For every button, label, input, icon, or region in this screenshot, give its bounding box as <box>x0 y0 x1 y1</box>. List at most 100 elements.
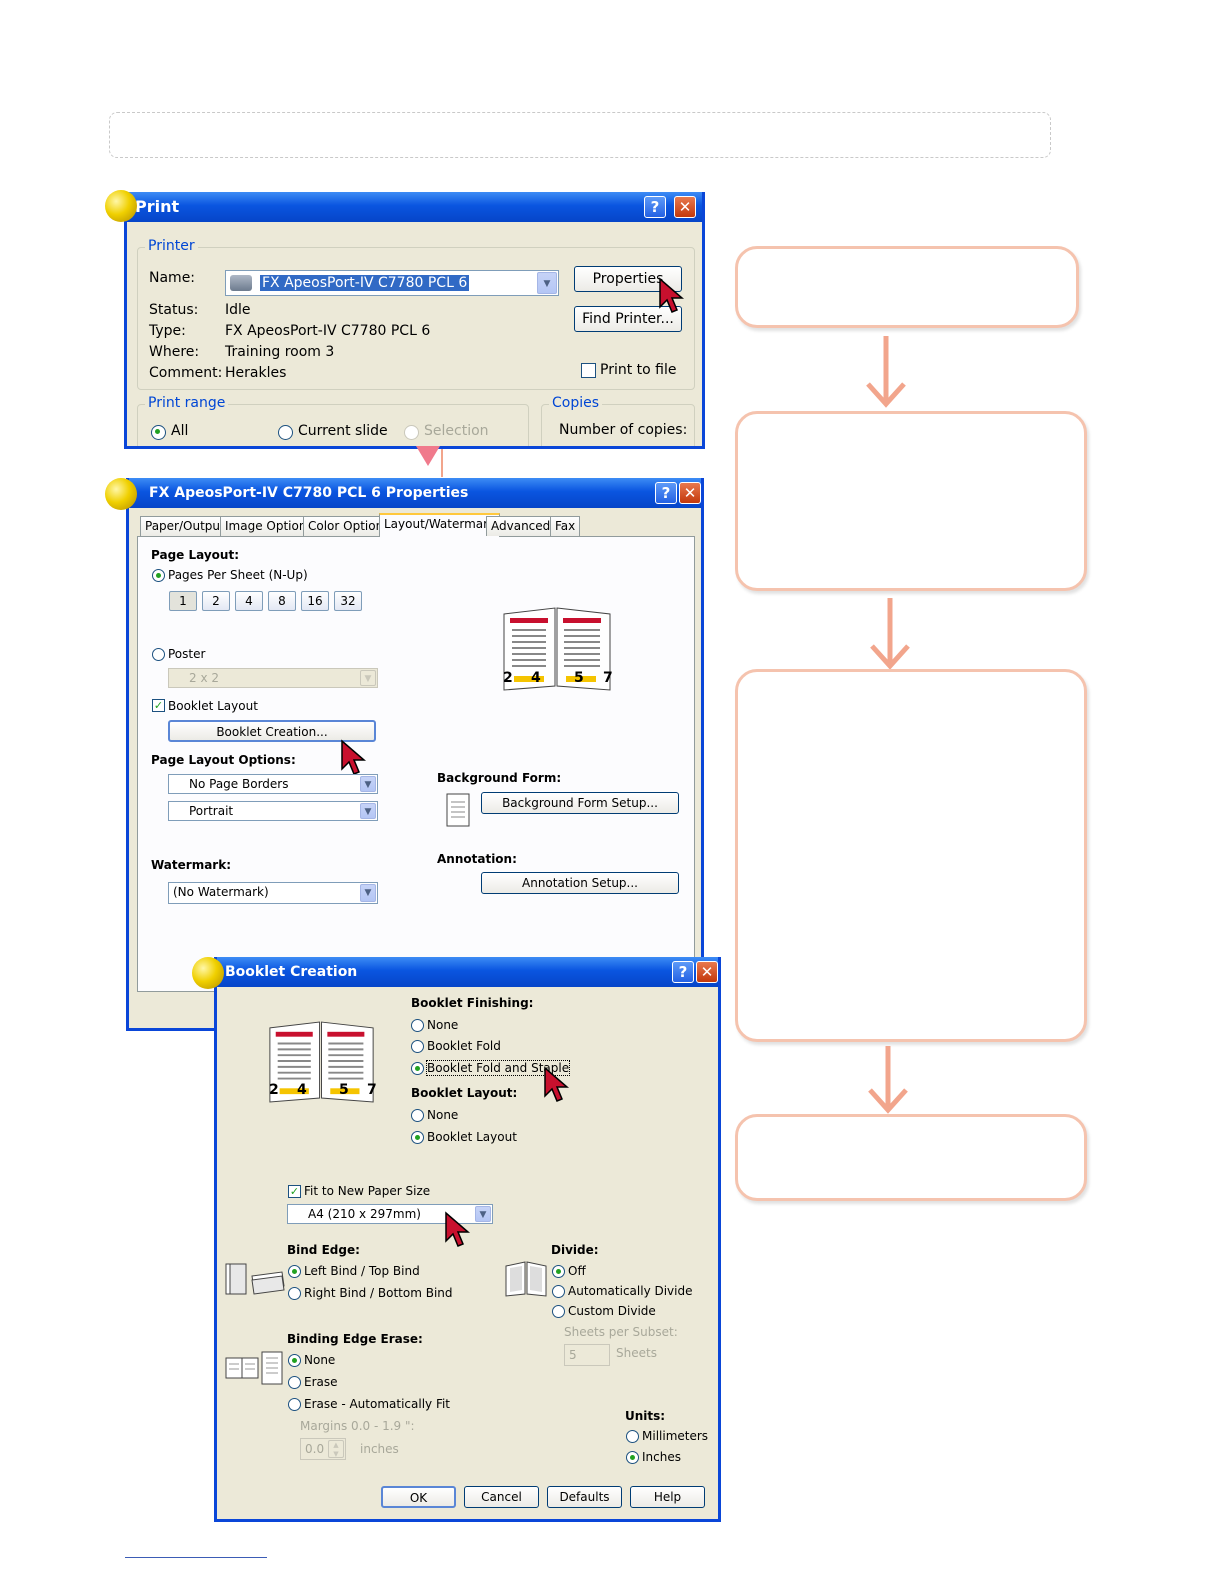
help-icon[interactable]: ? <box>644 196 666 218</box>
tab-paper-output[interactable]: Paper/Output <box>140 516 230 536</box>
chevron-down-icon[interactable]: ▼ <box>360 776 376 792</box>
erase-auto-fit-radio[interactable] <box>288 1398 301 1411</box>
properties-titlebar: FX ApeosPort-IV C7780 PCL 6 Properties <box>129 478 701 508</box>
fit-new-paper-checkbox[interactable]: ✓ <box>288 1185 301 1198</box>
sheets-input[interactable]: 5 <box>564 1344 610 1366</box>
chevron-down-icon[interactable]: ▼ <box>360 803 376 819</box>
booklet-layout-checkbox[interactable]: ✓ <box>152 699 165 712</box>
page-layout-heading: Page Layout: <box>151 548 239 562</box>
all-radio[interactable] <box>151 425 166 440</box>
units-mm-radio[interactable] <box>626 1430 639 1443</box>
erase-erase-radio[interactable] <box>288 1376 301 1389</box>
properties-title: FX ApeosPort-IV C7780 PCL 6 Properties <box>149 485 469 501</box>
pages-per-sheet-radio[interactable] <box>152 569 165 582</box>
status-value: Idle <box>225 302 251 318</box>
nup-1-button[interactable]: 1 <box>169 591 197 611</box>
units-inches-radio[interactable] <box>626 1451 639 1464</box>
layout-booklet-radio[interactable] <box>411 1131 424 1144</box>
type-value: FX ApeosPort-IV C7780 PCL 6 <box>225 323 431 339</box>
booklet-creation-button[interactable]: Booklet Creation... <box>168 720 376 742</box>
annotation-setup-button[interactable]: Annotation Setup... <box>481 872 679 894</box>
help-button[interactable]: Help <box>630 1486 705 1508</box>
paper-size-value: A4 (210 x 297mm) <box>308 1207 421 1221</box>
watermark-value: (No Watermark) <box>173 885 269 899</box>
bulb-icon <box>105 190 137 222</box>
erase-none-radio[interactable] <box>288 1354 301 1367</box>
margins-input[interactable]: 0.0 ▲▼ <box>300 1438 346 1460</box>
flow-step-4 <box>735 1114 1087 1201</box>
preview-page-7: 7 <box>367 1082 377 1098</box>
flow-arrow-down-icon <box>866 336 906 408</box>
flow-step-1 <box>735 246 1079 328</box>
arrow-down-icon <box>416 446 440 466</box>
nup-2-button[interactable]: 2 <box>202 591 230 611</box>
chevron-down-icon[interactable]: ▼ <box>475 1206 491 1222</box>
poster-radio[interactable] <box>152 648 165 661</box>
close-icon[interactable]: ✕ <box>674 196 696 218</box>
close-icon[interactable]: ✕ <box>696 961 718 983</box>
background-form-heading: Background Form: <box>437 771 562 785</box>
divide-custom-radio[interactable] <box>552 1305 565 1318</box>
divide-heading: Divide: <box>551 1243 599 1257</box>
finishing-fold-staple-radio[interactable] <box>411 1062 424 1075</box>
preview-page-5: 5 <box>574 670 584 686</box>
print-dialog-title: Print <box>135 197 180 216</box>
nup-32-button[interactable]: 32 <box>334 591 362 611</box>
help-icon[interactable]: ? <box>655 482 677 504</box>
tab-advanced[interactable]: Advanced <box>486 516 556 536</box>
selection-radio[interactable] <box>404 425 419 440</box>
bind-right-bottom-radio[interactable] <box>288 1287 301 1300</box>
chevron-down-icon[interactable]: ▼ <box>537 272 557 294</box>
divide-off-label: Off <box>568 1264 586 1278</box>
printer-name-select[interactable]: FX ApeosPort-IV C7780 PCL 6 ▼ <box>225 270 559 296</box>
mouse-cursor-icon <box>544 1066 570 1102</box>
divide-auto-radio[interactable] <box>552 1285 565 1298</box>
tab-color-options[interactable]: Color Options <box>303 516 395 536</box>
print-to-file-checkbox[interactable] <box>581 363 596 378</box>
finishing-none-radio[interactable] <box>411 1019 424 1032</box>
help-icon[interactable]: ? <box>672 961 694 983</box>
spinner-icon[interactable]: ▲▼ <box>328 1440 344 1458</box>
chevron-down-icon[interactable]: ▼ <box>360 884 376 902</box>
tab-layout-watermark[interactable]: Layout/Watermark <box>379 513 501 537</box>
ok-button[interactable]: OK <box>381 1486 456 1508</box>
booklet-layout-heading: Booklet Layout: <box>411 1086 518 1100</box>
booklet-preview-icon <box>269 1021 374 1103</box>
finishing-fold-radio[interactable] <box>411 1040 424 1053</box>
print-range-group <box>137 404 529 446</box>
watermark-select[interactable]: (No Watermark) ▼ <box>168 882 378 904</box>
divide-off-radio[interactable] <box>552 1265 565 1278</box>
connector-line <box>441 449 443 477</box>
flow-arrow-down-icon <box>870 598 910 670</box>
tab-fax[interactable]: Fax <box>550 516 581 536</box>
poster-select[interactable]: 2 x 2 ▼ <box>168 668 378 688</box>
close-icon[interactable]: ✕ <box>679 482 701 504</box>
layout-none-radio[interactable] <box>411 1109 424 1122</box>
defaults-button[interactable]: Defaults <box>547 1486 622 1508</box>
erase-none-label: None <box>304 1353 336 1367</box>
properties-dialog: FX ApeosPort-IV C7780 PCL 6 Properties ?… <box>126 478 704 1031</box>
footer-rule <box>125 1557 267 1558</box>
preview-page-2: 2 <box>269 1082 279 1098</box>
margins-value: 0.0 <box>305 1442 325 1456</box>
flow-step-3 <box>735 669 1087 1042</box>
chevron-down-icon[interactable]: ▼ <box>360 670 376 686</box>
nup-16-button[interactable]: 16 <box>301 591 329 611</box>
fit-new-paper-label: Fit to New Paper Size <box>304 1184 431 1198</box>
cancel-button[interactable]: Cancel <box>464 1486 539 1508</box>
nup-4-button[interactable]: 4 <box>235 591 263 611</box>
paper-size-select[interactable]: A4 (210 x 297mm) ▼ <box>287 1204 493 1224</box>
units-mm-label: Millimeters <box>642 1429 709 1443</box>
background-form-button[interactable]: Background Form Setup... <box>481 792 679 814</box>
current-slide-radio[interactable] <box>278 425 293 440</box>
divide-auto-label: Automatically Divide <box>568 1284 693 1298</box>
bind-left-top-radio[interactable] <box>288 1265 301 1278</box>
page-borders-select[interactable]: No Page Borders ▼ <box>168 774 378 794</box>
find-printer-button[interactable]: Find Printer... <box>574 306 682 332</box>
comment-value: Herakles <box>225 365 287 381</box>
orientation-select[interactable]: Portrait ▼ <box>168 801 378 821</box>
watermark-heading: Watermark: <box>151 858 231 872</box>
bind-left-top-label: Left Bind / Top Bind <box>304 1264 420 1278</box>
type-label: Type: <box>149 323 186 339</box>
nup-8-button[interactable]: 8 <box>268 591 296 611</box>
